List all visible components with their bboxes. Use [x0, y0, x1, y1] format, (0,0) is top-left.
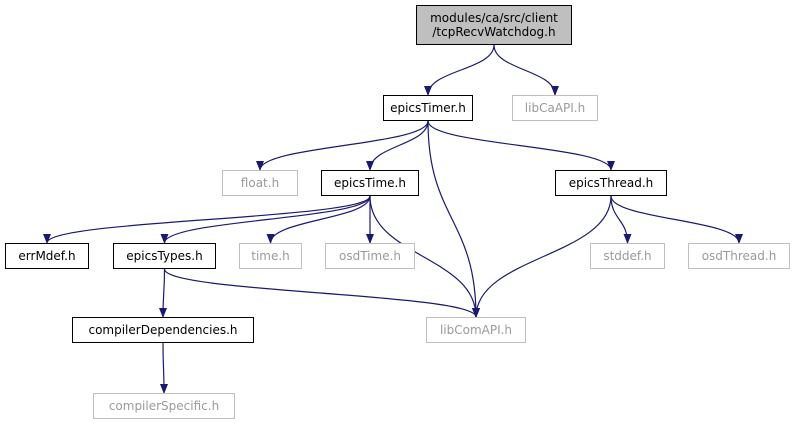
node-float: float.h: [222, 170, 298, 196]
root-path-line1: modules/ca/src/client: [430, 11, 558, 25]
edge-epicsTypes-to-libComAPI: [163, 268, 480, 318]
node-epicsTimer[interactable]: epicsTimer.h: [383, 95, 473, 121]
node-osdTime: osdTime.h: [325, 243, 415, 269]
edge-epicsTimer-to-float: [256, 120, 429, 171]
node-osdThread: osdThread.h: [688, 243, 790, 269]
edge-epicsThread-to-stddef: [610, 195, 632, 244]
edge-epicsTypes-to-compilerDependencies: [159, 268, 168, 318]
edge-root-to-epicsTimer: [424, 44, 495, 96]
edge-root-to-libCaAPI: [493, 44, 559, 96]
node-root-header[interactable]: modules/ca/src/client /tcpRecvWatchdog.h: [416, 5, 572, 45]
node-libCaAPI: libCaAPI.h: [512, 95, 598, 121]
edge-epicsThread-to-libComAPI: [472, 195, 612, 318]
node-epicsThread[interactable]: epicsThread.h: [555, 170, 667, 196]
edge-compilerDependencies-to-compilerSpecific: [159, 342, 168, 394]
edge-epicsTime-to-epicsTypes: [160, 195, 371, 244]
node-epicsTypes[interactable]: epicsTypes.h: [113, 243, 216, 269]
node-stddef: stddef.h: [590, 243, 665, 269]
edge-epicsTimer-to-epicsTime: [366, 120, 429, 171]
node-libComAPI: libComAPI.h: [426, 317, 526, 343]
dependency-edges: [43, 44, 743, 394]
root-path-line2: /tcpRecvWatchdog.h: [432, 25, 556, 39]
edge-epicsThread-to-osdThread: [610, 195, 743, 244]
edge-epicsTime-to-time: [266, 195, 371, 244]
edge-epicsTimer-to-epicsThread: [427, 120, 615, 171]
edge-epicsTimer-to-libComAPI: [427, 120, 480, 318]
node-errMdef[interactable]: errMdef.h: [5, 243, 89, 269]
node-compilerDependencies[interactable]: compilerDependencies.h: [72, 317, 254, 343]
edge-epicsTime-to-errMdef: [43, 195, 371, 244]
edge-epicsTime-to-libComAPI: [369, 195, 480, 318]
node-epicsTime[interactable]: epicsTime.h: [321, 170, 419, 196]
node-compilerSpecific: compilerSpecific.h: [93, 393, 235, 419]
node-time: time.h: [239, 243, 302, 269]
